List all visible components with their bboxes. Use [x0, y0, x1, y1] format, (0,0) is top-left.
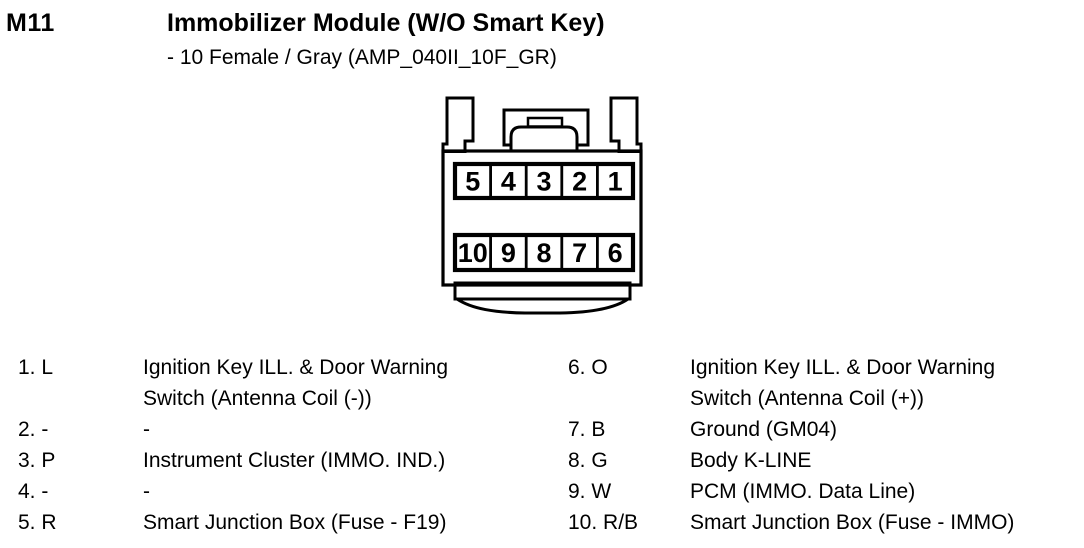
pin-cell-5: 5	[465, 167, 480, 197]
pin-row-1: 1. L Ignition Key ILL. & Door Warning Sw…	[18, 352, 553, 414]
connector-spec: - 10 Female / Gray (AMP_040II_10F_GR)	[167, 46, 557, 69]
connector-ear-right	[609, 96, 643, 153]
pin-description: Ground (GM04)	[690, 418, 838, 441]
connector-code: M11	[6, 9, 55, 37]
connector-latch	[509, 125, 579, 151]
pin-description: -	[143, 418, 150, 441]
pin-number-wire: 1. L	[18, 356, 54, 379]
pin-number-wire: 2. -	[18, 418, 49, 441]
pin-description: Smart Junction Box (Fuse - F19)	[143, 511, 447, 534]
pin-description: Ignition Key ILL. & Door Warning Switch …	[690, 356, 996, 410]
pin-row-3: 3. P Instrument Cluster (IMMO. IND.)	[18, 445, 553, 476]
pin-number-wire: 5. R	[18, 511, 57, 534]
pin-description: Body K-LINE	[690, 449, 812, 472]
pin-cell-8: 8	[536, 238, 551, 268]
pin-number-wire: 6. O	[568, 356, 608, 379]
pin-row-bottom: 10 9 8 7 6	[452, 232, 636, 273]
pin-row-2: 2. - -	[18, 414, 553, 445]
pin-cell-7: 7	[572, 238, 587, 268]
page-title: Immobilizer Module (W/O Smart Key)	[167, 9, 605, 37]
pin-row-7: 7. B Ground (GM04)	[568, 414, 1084, 445]
pin-number-wire: 4. -	[18, 480, 49, 503]
pin-cell-3: 3	[536, 167, 551, 197]
pin-description: Instrument Cluster (IMMO. IND.)	[143, 449, 446, 472]
pin-row-10: 10. R/B Smart Junction Box (Fuse - IMMO)	[568, 507, 1084, 538]
connector-ear-left	[441, 96, 475, 153]
pin-cell-6: 6	[608, 238, 623, 268]
pin-number-wire: 9. W	[568, 480, 612, 503]
pin-description: Smart Junction Box (Fuse - IMMO)	[690, 511, 1015, 534]
pin-number-wire: 7. B	[568, 418, 606, 441]
pin-cell-9: 9	[501, 238, 516, 268]
pin-description: Ignition Key ILL. & Door Warning Switch …	[143, 356, 449, 410]
pin-row-4: 4. - -	[18, 476, 553, 507]
pin-number-wire: 8. G	[568, 449, 608, 472]
pin-description: PCM (IMMO. Data Line)	[690, 480, 916, 503]
connector-diagram: 5 4 3 2 1 10 9 8 7 6	[441, 96, 643, 315]
pin-row-6: 6. O Ignition Key ILL. & Door Warning Sw…	[568, 352, 1084, 414]
pin-list-left: 1. L Ignition Key ILL. & Door Warning Sw…	[18, 352, 553, 538]
pin-cell-2: 2	[572, 167, 587, 197]
pin-row-top: 5 4 3 2 1	[452, 161, 636, 201]
connector-latch-frame	[502, 108, 590, 147]
pin-list-right: 6. O Ignition Key ILL. & Door Warning Sw…	[568, 352, 1084, 538]
pin-description: -	[143, 480, 150, 503]
connector-body	[441, 149, 643, 287]
pin-number-wire: 3. P	[18, 449, 56, 472]
pin-cell-4: 4	[501, 167, 516, 197]
connector-flange	[453, 281, 632, 301]
pin-row-8: 8. G Body K-LINE	[568, 445, 1084, 476]
pin-row-9: 9. W PCM (IMMO. Data Line)	[568, 476, 1084, 507]
pin-cell-1: 1	[608, 167, 623, 197]
pin-row-5: 5. R Smart Junction Box (Fuse - F19)	[18, 507, 553, 538]
pin-cell-10: 10	[458, 238, 488, 268]
pin-number-wire: 10. R/B	[568, 511, 639, 534]
connector-latch-tab	[526, 116, 564, 128]
connector-skirt	[456, 297, 629, 315]
